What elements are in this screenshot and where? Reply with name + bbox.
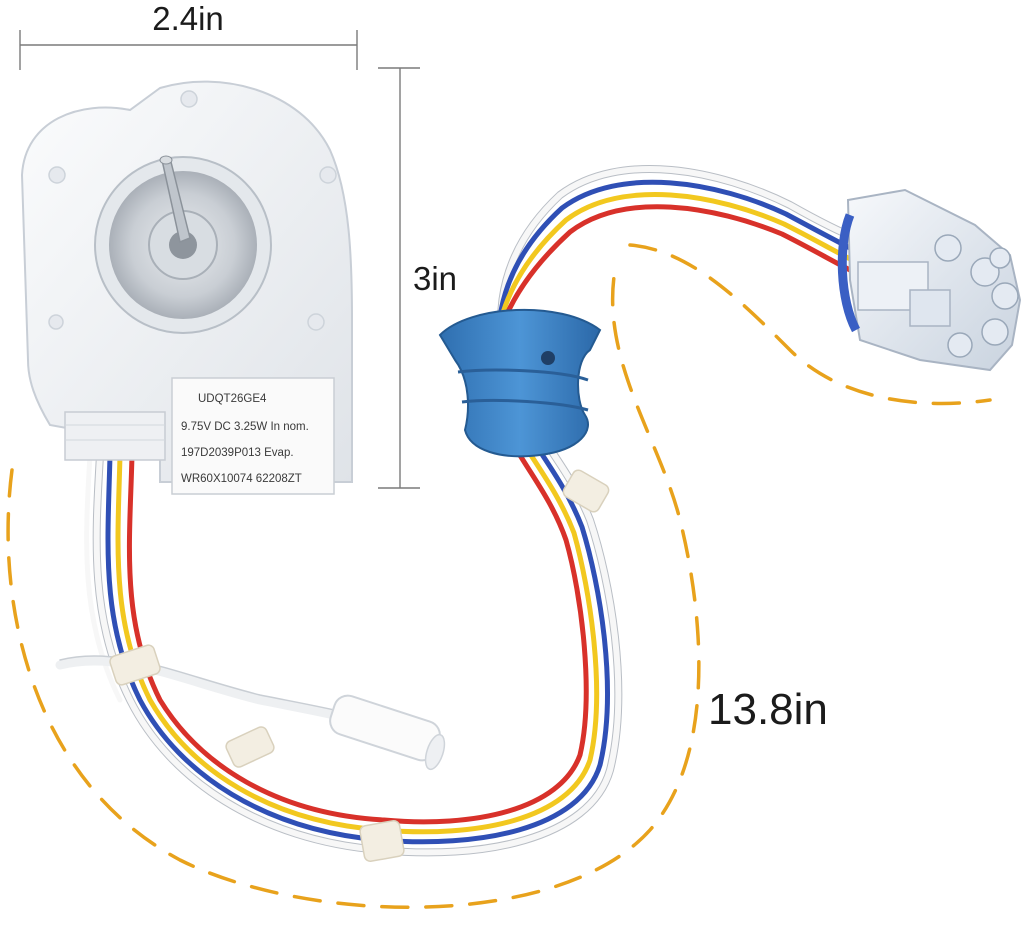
- height-dimension: 3in: [378, 67, 457, 489]
- tape-wraps: [109, 469, 610, 862]
- motor-label-rating: 9.75V DC 3.25W In nom.: [181, 421, 309, 433]
- grommet-hole: [541, 351, 555, 365]
- motor-label-replacement: WR60X10074 62208ZT: [181, 473, 302, 485]
- fan-motor: UDQT26GE4 9.75V DC 3.25W In nom. 197D203…: [20, 80, 353, 495]
- width-label: 2.4in: [152, 0, 224, 37]
- motor-label-sticker: [171, 377, 335, 495]
- wire-exit-block: [64, 411, 166, 461]
- cable-guide-end: [628, 243, 992, 406]
- height-label: 3in: [413, 260, 457, 297]
- motor-label-part-number: 197D2039P013 Evap.: [181, 447, 294, 459]
- thermistor-sensor: [329, 694, 446, 771]
- wire-white-b: [84, 452, 123, 703]
- grommet-boot: [438, 308, 602, 458]
- wire-harness: [55, 165, 864, 857]
- cable-length-guides: 13.8in: [6, 243, 992, 909]
- connector-plug: [837, 188, 1022, 372]
- tape-wrap: [109, 644, 161, 686]
- cable-guide-main: [6, 268, 701, 909]
- tape-wrap: [225, 726, 275, 768]
- wire-blue: [105, 179, 861, 845]
- motor-label-model: UDQT26GE4: [198, 393, 267, 405]
- cable-length-label: 13.8in: [708, 685, 828, 734]
- mounting-dimples: [48, 90, 337, 331]
- wire-white-a: [93, 166, 863, 856]
- tape-wrap: [562, 469, 610, 513]
- tape-wrap: [359, 820, 405, 862]
- motor-label: UDQT26GE4 9.75V DC 3.25W In nom. 197D203…: [171, 377, 335, 495]
- wire-red: [126, 204, 857, 825]
- width-dimension: 2.4in: [19, 0, 358, 70]
- wire-yellow: [115, 191, 859, 835]
